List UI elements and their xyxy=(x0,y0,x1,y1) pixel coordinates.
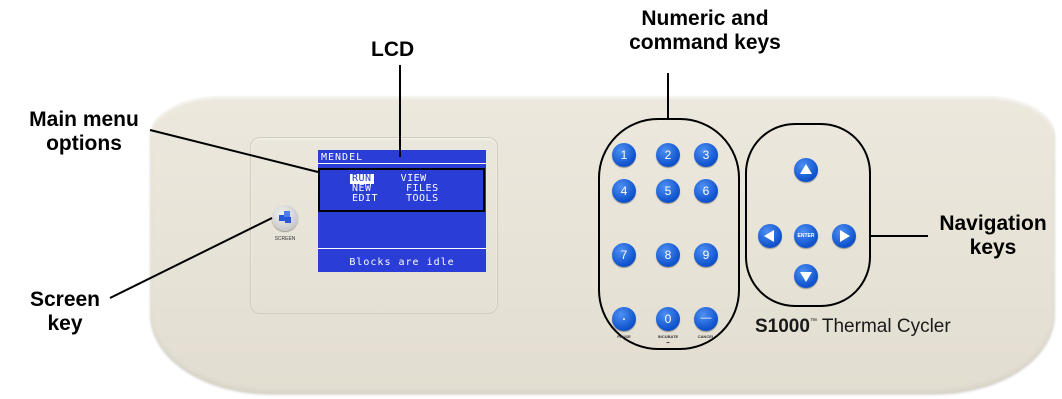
arrow-down-icon xyxy=(800,272,812,282)
lcd-menu-tools[interactable]: TOOLS xyxy=(406,193,439,204)
callout-line: options xyxy=(46,132,122,155)
incubate-label: INCUBATE xyxy=(657,334,679,339)
instrument-front-panel xyxy=(150,96,1055,394)
callout-line: Main menu xyxy=(29,108,139,131)
main-menu-highlight-box xyxy=(318,168,485,212)
lcd-status-text: Blocks are idle xyxy=(349,257,455,268)
main-menu-leader xyxy=(149,129,319,173)
brand-model: S1000 xyxy=(755,316,810,337)
lcd-menu-files[interactable]: FILES xyxy=(406,183,439,194)
lcd-menu-run[interactable]: RUN xyxy=(350,173,374,184)
cancel-label: CANCEL xyxy=(697,334,715,339)
lcd-title: MENDEL xyxy=(321,152,364,163)
callout-line: command keys xyxy=(629,31,781,54)
arrow-right-icon xyxy=(840,230,850,242)
screen-key-callout: Screen key xyxy=(15,288,115,336)
trademark-mark: ™ xyxy=(809,318,817,325)
numeric-keypad-outline xyxy=(598,118,740,350)
screen-key-button[interactable] xyxy=(272,205,298,231)
key-7[interactable]: 7 xyxy=(612,243,636,267)
pause-label: PAUSE xyxy=(617,334,631,339)
incubate-sub-mark: ▬ xyxy=(666,340,670,344)
key-9[interactable]: 9 xyxy=(694,243,718,267)
key-1[interactable]: 1 xyxy=(612,143,636,167)
screen-key-label: SCREEN xyxy=(274,236,296,242)
callout-line: Screen xyxy=(29,288,101,311)
screen-key-leader xyxy=(109,217,273,299)
navigation-keypad-outline xyxy=(745,123,871,307)
key-8[interactable]: 8 xyxy=(656,243,680,267)
key-3[interactable]: 3 xyxy=(694,143,718,167)
arrow-up-icon xyxy=(800,164,812,174)
callout-line: Numeric and xyxy=(641,7,769,30)
lcd-divider xyxy=(318,163,486,164)
lcd-menu-edit[interactable]: EDIT xyxy=(352,193,379,204)
product-brand: S1000™ Thermal Cycler xyxy=(755,316,951,338)
right-arrow-key[interactable] xyxy=(832,224,856,248)
lcd-main-menu: RUN VIEW NEW FILES EDIT TOOLS xyxy=(350,174,460,204)
lcd-menu-row: RUN VIEW xyxy=(350,174,460,184)
callout-line: Navigation xyxy=(939,212,1047,235)
cancel-key[interactable]: — xyxy=(694,307,718,331)
numeric-command-keys-callout: Numeric and command keys xyxy=(595,7,815,55)
key-4[interactable]: 4 xyxy=(612,179,636,203)
key-5[interactable]: 5 xyxy=(656,179,680,203)
lcd-menu-new[interactable]: NEW xyxy=(352,183,372,194)
lcd-bezel xyxy=(250,137,498,314)
lcd-divider xyxy=(318,248,486,249)
callout-line: keys xyxy=(969,236,1017,259)
down-arrow-key[interactable] xyxy=(794,264,818,288)
pause-key[interactable]: . xyxy=(612,307,636,331)
left-arrow-key[interactable] xyxy=(758,224,782,248)
arrow-left-icon xyxy=(764,230,774,242)
navigation-keys-callout: Navigation keys xyxy=(928,212,1058,260)
key-2[interactable]: 2 xyxy=(656,143,680,167)
brand-name: Thermal Cycler xyxy=(816,316,951,337)
lcd-menu-row: EDIT TOOLS xyxy=(350,194,460,204)
key-6[interactable]: 6 xyxy=(694,179,718,203)
lcd-menu-view[interactable]: VIEW xyxy=(400,173,427,184)
up-arrow-key[interactable] xyxy=(794,158,818,182)
key-0[interactable]: 0 xyxy=(656,307,680,331)
screen-icon xyxy=(279,211,291,223)
callout-line: key xyxy=(47,312,83,335)
main-menu-options-callout: Main menu options xyxy=(9,108,159,156)
lcd-menu-row: NEW FILES xyxy=(350,184,460,194)
lcd-callout: LCD xyxy=(371,38,415,61)
enter-key[interactable]: ENTER xyxy=(794,224,818,248)
